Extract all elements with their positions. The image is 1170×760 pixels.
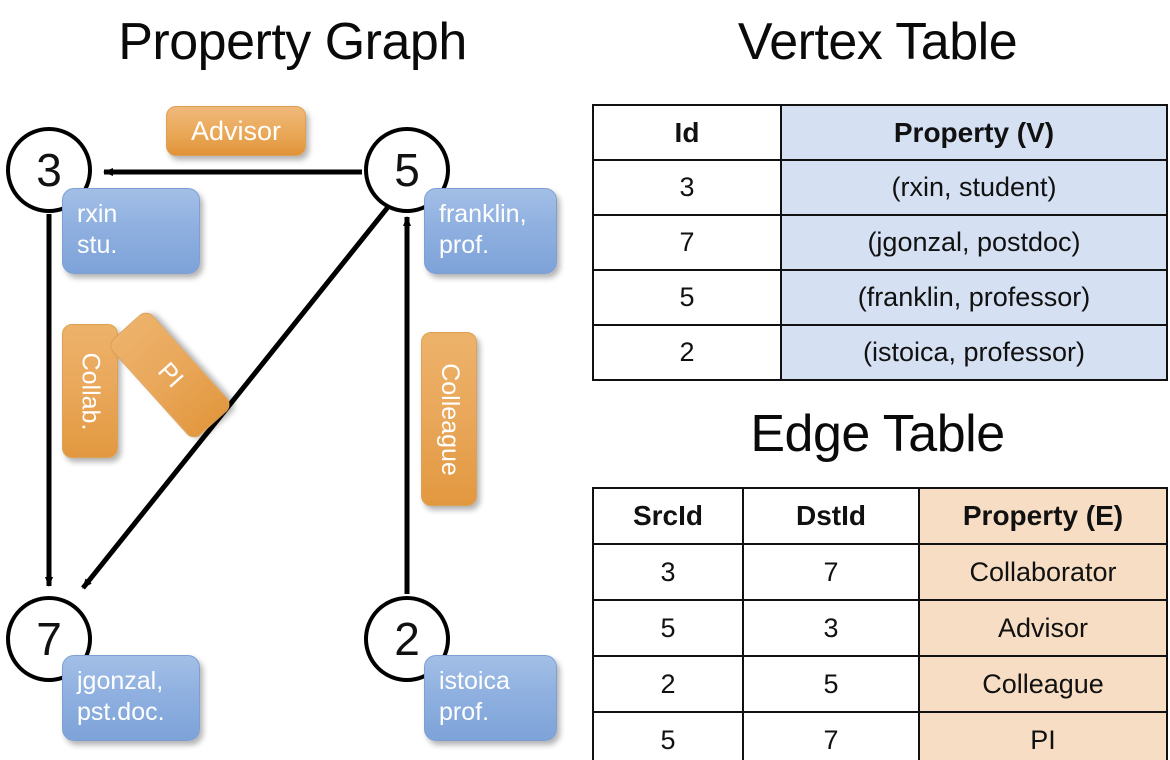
table-row: 3 (rxin, student) <box>592 159 1168 216</box>
edge-row-1-property: Advisor <box>918 599 1168 657</box>
edge-label-collab: Collab. <box>62 324 118 458</box>
edge-table-header-srcid: SrcId <box>592 487 744 545</box>
table-row: 5 3 Advisor <box>592 599 1168 657</box>
edge-label-pi-text: PI <box>152 356 189 393</box>
vertex-label-7-line2: pst.doc. <box>77 697 165 726</box>
vertex-label-5-line2: prof. <box>439 230 490 259</box>
edge-label-colleague-text: Colleague <box>435 362 464 476</box>
vertex-row-0-property: (rxin, student) <box>780 159 1168 216</box>
edge-row-3-dst: 7 <box>742 711 920 760</box>
table-row: 7 (jgonzal, postdoc) <box>592 214 1168 271</box>
edge-table-header-dstid: DstId <box>742 487 920 545</box>
vertex-row-1-id: 7 <box>592 214 782 271</box>
vertex-table-header-property: Property (V) <box>780 104 1168 161</box>
vertex-label-5-line1: franklin, <box>439 200 527 228</box>
vertex-table: Id Property (V) 3 (rxin, student) 7 (jgo… <box>592 104 1168 381</box>
graph-edges-svg <box>45 168 411 594</box>
vertex-label-3-line2: stu. <box>77 230 118 259</box>
vertex-table-header-row: Id Property (V) <box>592 104 1168 161</box>
edge-label-advisor: Advisor <box>166 106 306 156</box>
edge-label-collab-text: Collab. <box>76 352 105 430</box>
edge-table-header-property: Property (E) <box>918 487 1168 545</box>
edge-row-1-src: 5 <box>592 599 744 657</box>
vertex-table-header-id: Id <box>592 104 782 161</box>
edge-label-advisor-text: Advisor <box>190 115 282 146</box>
edge-row-3-property: PI <box>918 711 1168 760</box>
table-row: 2 5 Colleague <box>592 655 1168 713</box>
edge-row-1-dst: 3 <box>742 599 920 657</box>
graph-node-5-id: 5 <box>394 144 420 196</box>
vertex-label-2: istoica prof. <box>424 655 557 741</box>
vertex-label-3: rxin stu. <box>62 188 200 274</box>
vertex-row-1-property: (jgonzal, postdoc) <box>780 214 1168 271</box>
graph-node-2-id: 2 <box>394 613 420 665</box>
vertex-label-3-line1: rxin <box>77 200 118 228</box>
graph-node-2: 2 <box>364 596 450 682</box>
vertex-label-2-line1: istoica <box>439 667 510 695</box>
edge-table-header-row: SrcId DstId Property (E) <box>592 487 1168 545</box>
page-title-property-graph: Property Graph <box>118 13 467 71</box>
table-row: 5 (franklin, professor) <box>592 269 1168 326</box>
vertex-row-2-property: (franklin, professor) <box>780 269 1168 326</box>
vertex-label-7-line1: jgonzal, <box>77 667 164 695</box>
vertex-row-3-property: (istoica, professor) <box>780 324 1168 381</box>
vertex-row-0-id: 3 <box>592 159 782 216</box>
edge-label-colleague: Colleague <box>421 332 477 506</box>
edge-row-2-property: Colleague <box>918 655 1168 713</box>
edge-row-2-dst: 5 <box>742 655 920 713</box>
page-title-edge-table: Edge Table <box>750 405 1005 463</box>
vertex-label-5: franklin, prof. <box>424 188 557 274</box>
table-row: 2 (istoica, professor) <box>592 324 1168 381</box>
graph-node-3-id: 3 <box>36 144 62 196</box>
property-graph-diagram: Advisor Collab. PI Colleague 3 5 7 2 rxi… <box>6 106 557 741</box>
vertex-row-3-id: 2 <box>592 324 782 381</box>
page-title-vertex-table: Vertex Table <box>737 13 1018 71</box>
vertex-row-2-id: 5 <box>592 269 782 326</box>
vertex-label-7: jgonzal, pst.doc. <box>62 655 200 741</box>
edge-row-0-dst: 7 <box>742 543 920 601</box>
edge-row-0-property: Collaborator <box>918 543 1168 601</box>
edge-table: SrcId DstId Property (E) 3 7 Collaborato… <box>592 487 1168 760</box>
edge-row-2-src: 2 <box>592 655 744 713</box>
graph-node-3: 3 <box>6 127 92 213</box>
edge-5-to-7 <box>81 205 390 590</box>
table-row: 5 7 PI <box>592 711 1168 760</box>
vertex-label-2-line2: prof. <box>439 697 490 726</box>
table-row: 3 7 Collaborator <box>592 543 1168 601</box>
edge-row-0-src: 3 <box>592 543 744 601</box>
edge-row-3-src: 5 <box>592 711 744 760</box>
graph-node-7-id: 7 <box>36 613 62 665</box>
